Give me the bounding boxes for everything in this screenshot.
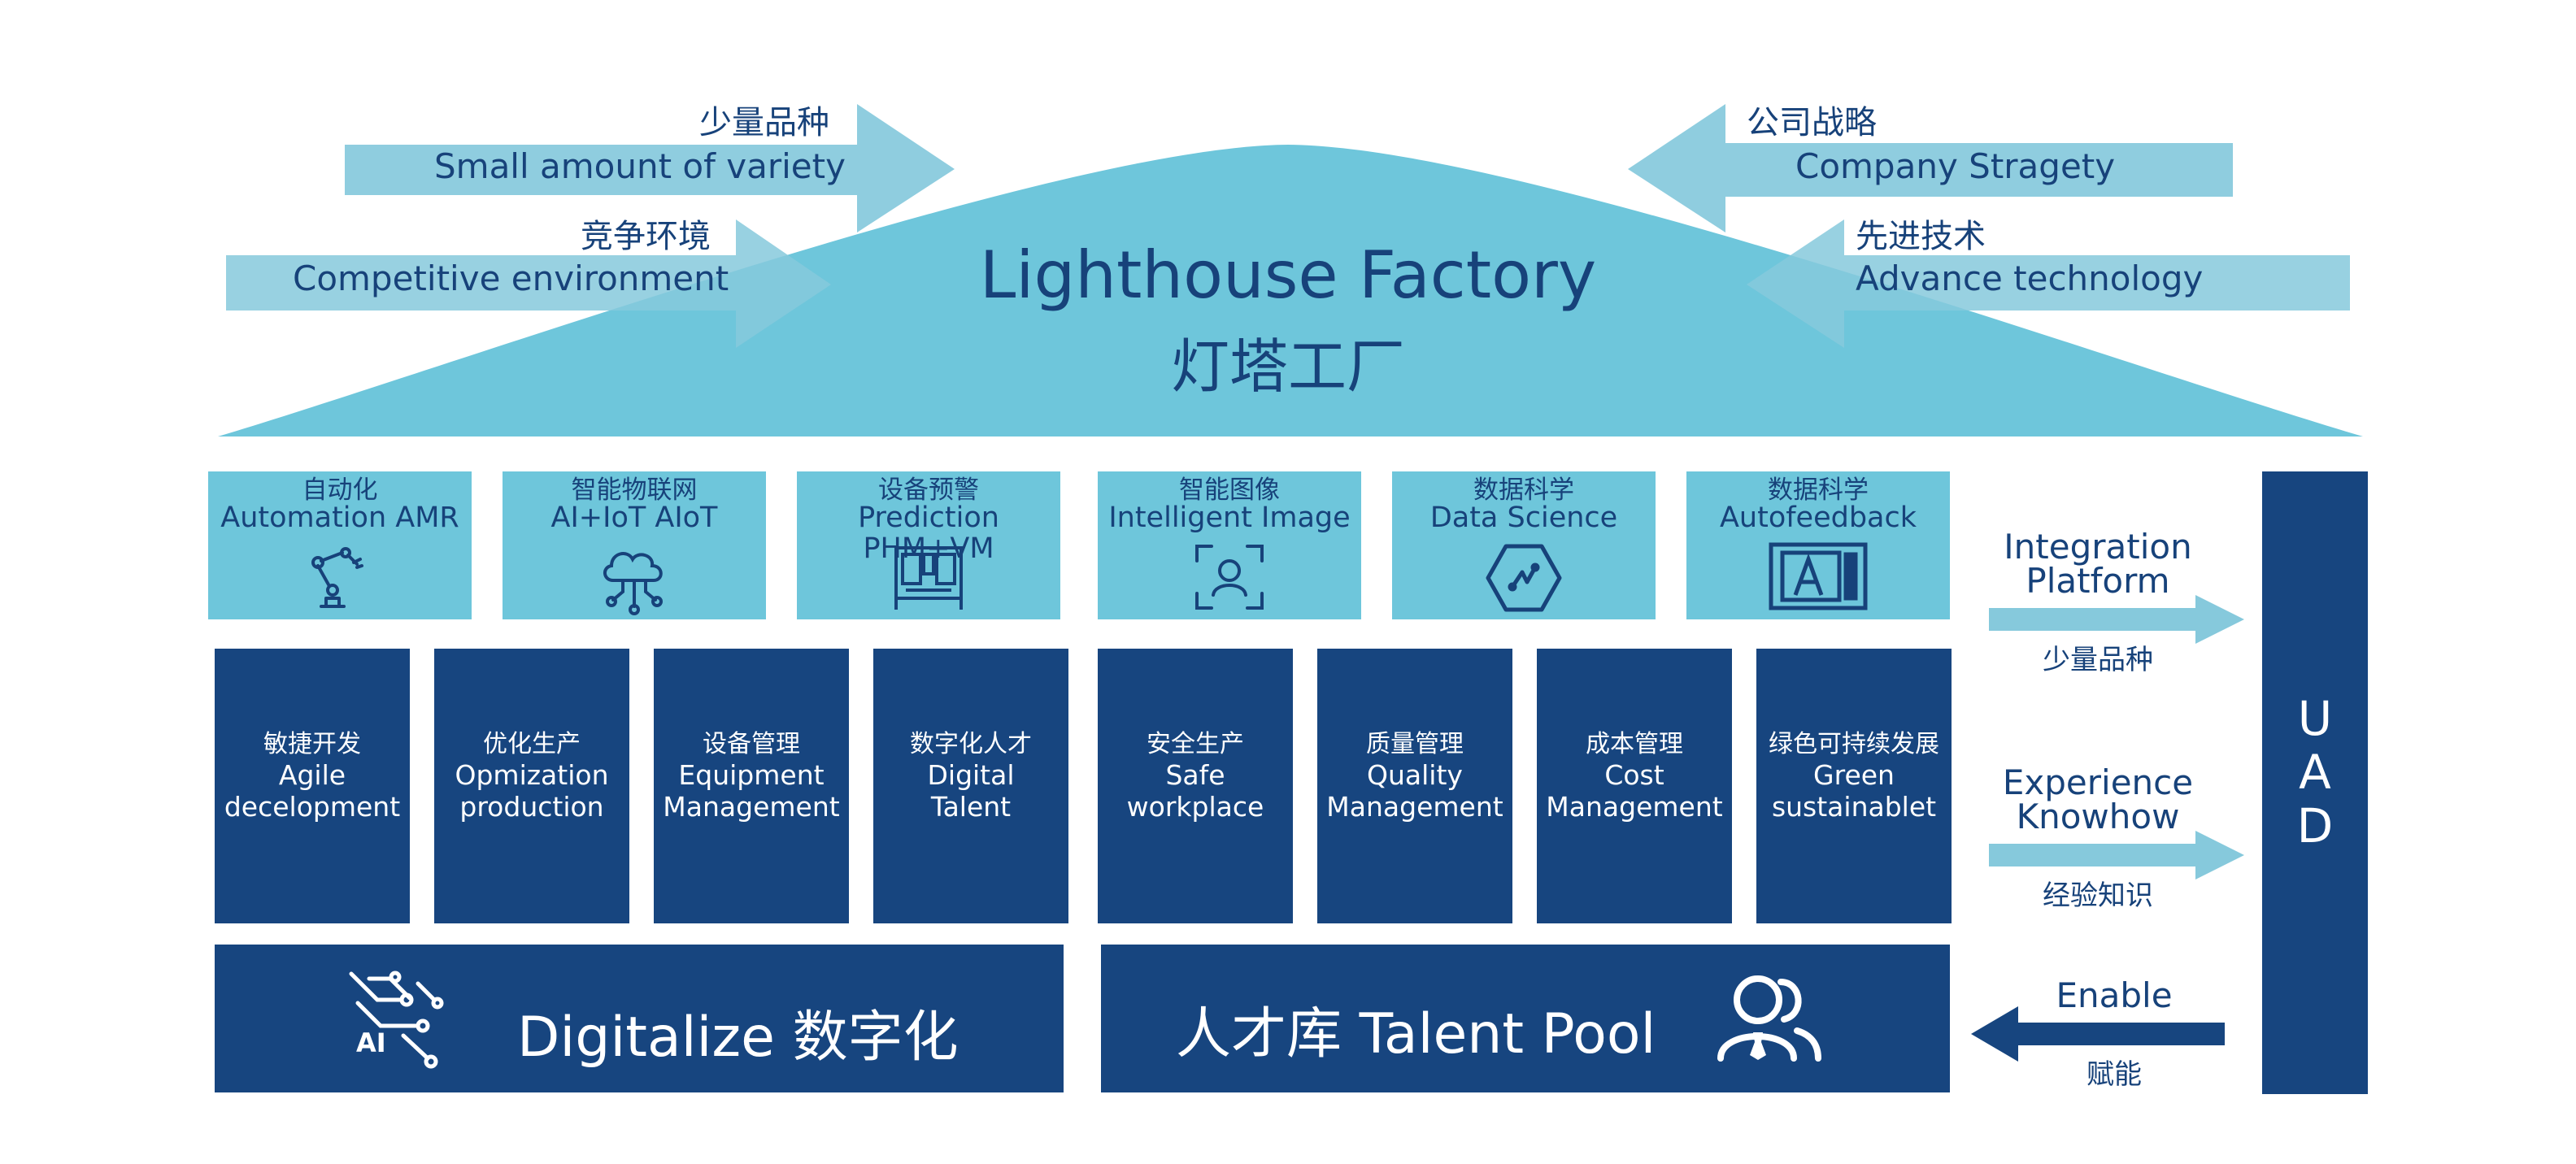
- tile-automation: 自动化 Automation AMR: [208, 471, 472, 619]
- talent-pool-label: 人才库 Talent Pool: [1176, 1002, 1656, 1066]
- tile-label-en: Autofeedback: [1719, 502, 1917, 534]
- uad-letter-d: D: [2296, 798, 2334, 853]
- title-zh: 灯塔工厂: [1170, 332, 1405, 401]
- uad-column: U A D: [2262, 471, 2368, 1094]
- driver-arrow-variety: [345, 104, 955, 232]
- driver-competitive-zh: 竞争环境: [581, 218, 711, 255]
- enable-arrow: [1971, 1006, 2225, 1062]
- tile-label-zh: 数据科学: [1473, 476, 1574, 505]
- pillar-label-zh: 数字化人才: [910, 730, 1032, 758]
- tile-label-en: AI+IoT AIoT: [550, 502, 718, 534]
- driver-arrow-technology: [1747, 219, 2350, 348]
- pillar-quality: 质量管理 Quality Management: [1317, 649, 1512, 923]
- face-scan-icon: [1195, 545, 1264, 610]
- pillar-safe-workplace: 安全生产 Safe workplace: [1098, 649, 1293, 923]
- pillar-label-zh: 敏捷开发: [263, 730, 361, 758]
- robot-arm-icon: [311, 547, 363, 608]
- title-en: Lighthouse Factory: [979, 237, 1597, 313]
- tile-label-en: Intelligent Image: [1108, 502, 1351, 534]
- integration-label-line1: Integration: [2004, 527, 2192, 567]
- pillar-optimization: 优化生产 Opmization production: [434, 649, 629, 923]
- pillar-label-zh: 绿色可持续发展: [1769, 730, 1939, 758]
- driver-competitive-en: Competitive environment: [293, 258, 729, 298]
- tile-label-zh: 自动化: [302, 476, 378, 505]
- experience-label-line1: Experience: [2002, 762, 2194, 802]
- pillar-label-en2: production: [459, 791, 604, 823]
- pillar-digital-talent: 数字化人才 Digital Talent: [873, 649, 1068, 923]
- tile-label-zh: 智能图像: [1179, 476, 1280, 505]
- pillar-label-en1: Safe: [1165, 759, 1225, 791]
- pillar-label-en2: Talent: [930, 791, 1012, 823]
- tile-label-zh: 数据科学: [1768, 476, 1869, 505]
- cloud-network-icon: [603, 552, 663, 615]
- pillar-label-en1: Equipment: [678, 759, 825, 791]
- driver-strategy-zh: 公司战略: [1747, 104, 1877, 141]
- integration-label-zh: 少量品种: [2043, 644, 2153, 676]
- driver-strategy-en: Company Stragety: [1795, 146, 2116, 186]
- tile-prediction: 设备预警 Prediction PHM+VM: [797, 471, 1060, 619]
- uad-letter-a: A: [2299, 745, 2331, 800]
- people-group-icon: [1717, 975, 1821, 1062]
- tile-autofeedback: 数据科学 Autofeedback: [1686, 471, 1950, 619]
- pillar-label-zh: 设备管理: [703, 730, 800, 758]
- tile-label-zh: 设备预警: [878, 476, 979, 505]
- pillar-agile: 敏捷开发 Agile decelopment: [215, 649, 410, 923]
- pillar-label-en2: workplace: [1126, 791, 1264, 823]
- foundation-digitalize: AI Digitalize 数字化: [215, 945, 1064, 1092]
- experience-label-line2: Knowhow: [2016, 797, 2180, 836]
- pillar-label-en1: Quality: [1367, 759, 1463, 791]
- enable-label: Enable: [2056, 975, 2173, 1015]
- pillar-label-en2: Management: [1546, 791, 1723, 823]
- pillar-label-en1: Agile: [278, 759, 346, 791]
- tile-label-zh: 智能物联网: [571, 476, 698, 505]
- machine-icon: [894, 546, 963, 610]
- hexagon-graph-icon: [1486, 544, 1562, 612]
- pillar-equipment: 设备管理 Equipment Management: [654, 649, 849, 923]
- uad-letter-u: U: [2297, 691, 2333, 746]
- driver-variety-zh: 少量品种: [699, 104, 829, 141]
- pillar-label-en1: Digital: [927, 759, 1015, 791]
- ai-circuit-icon: [349, 971, 444, 1069]
- enable-label-zh: 赋能: [2086, 1058, 2142, 1091]
- pillar-label-en2: Management: [663, 791, 840, 823]
- driver-technology-zh: 先进技术: [1856, 218, 1986, 255]
- pillar-label-zh: 优化生产: [483, 730, 581, 758]
- pillar-cost: 成本管理 Cost Management: [1537, 649, 1732, 923]
- pillar-label-zh: 质量管理: [1366, 730, 1464, 758]
- pillar-label-en2: Management: [1326, 791, 1503, 823]
- driver-arrow-strategy: [1628, 104, 2233, 232]
- pillar-label-zh: 成本管理: [1586, 730, 1683, 758]
- pillar-label-en2: sustainablet: [1771, 791, 1937, 823]
- ai-screen-icon: [1769, 542, 1868, 610]
- integration-label-line2: Platform: [2026, 561, 2170, 601]
- driver-technology-en: Advance technology: [1856, 258, 2204, 298]
- pillar-label-en1: Green: [1813, 759, 1895, 791]
- tile-image: 智能图像 Intelligent Image: [1098, 471, 1361, 619]
- driver-arrow-competitive: [226, 219, 831, 348]
- ai-mark: AI: [356, 1027, 386, 1058]
- pillar-label-en2: decelopment: [224, 791, 401, 823]
- foundation-talent-pool: 人才库 Talent Pool: [1101, 945, 1950, 1092]
- tile-aiot: 智能物联网 AI+IoT AIoT: [503, 471, 766, 619]
- tile-label-en: Automation AMR: [220, 502, 459, 534]
- pillar-label-en1: Opmization: [455, 759, 609, 791]
- tile-data-science: 数据科学 Data Science: [1392, 471, 1656, 619]
- driver-variety-en: Small amount of variety: [434, 146, 846, 186]
- tile-label-en: Data Science: [1429, 502, 1618, 534]
- roof-shape: [218, 145, 2363, 436]
- pillar-label-zh: 安全生产: [1147, 730, 1244, 758]
- integration-arrow: [1989, 595, 2244, 644]
- pillar-green: 绿色可持续发展 Green sustainablet: [1756, 649, 1952, 923]
- digitalize-label: Digitalize 数字化: [517, 1005, 959, 1070]
- experience-arrow: [1989, 831, 2244, 880]
- experience-label-zh: 经验知识: [2043, 880, 2153, 912]
- pillar-label-en1: Cost: [1604, 759, 1664, 791]
